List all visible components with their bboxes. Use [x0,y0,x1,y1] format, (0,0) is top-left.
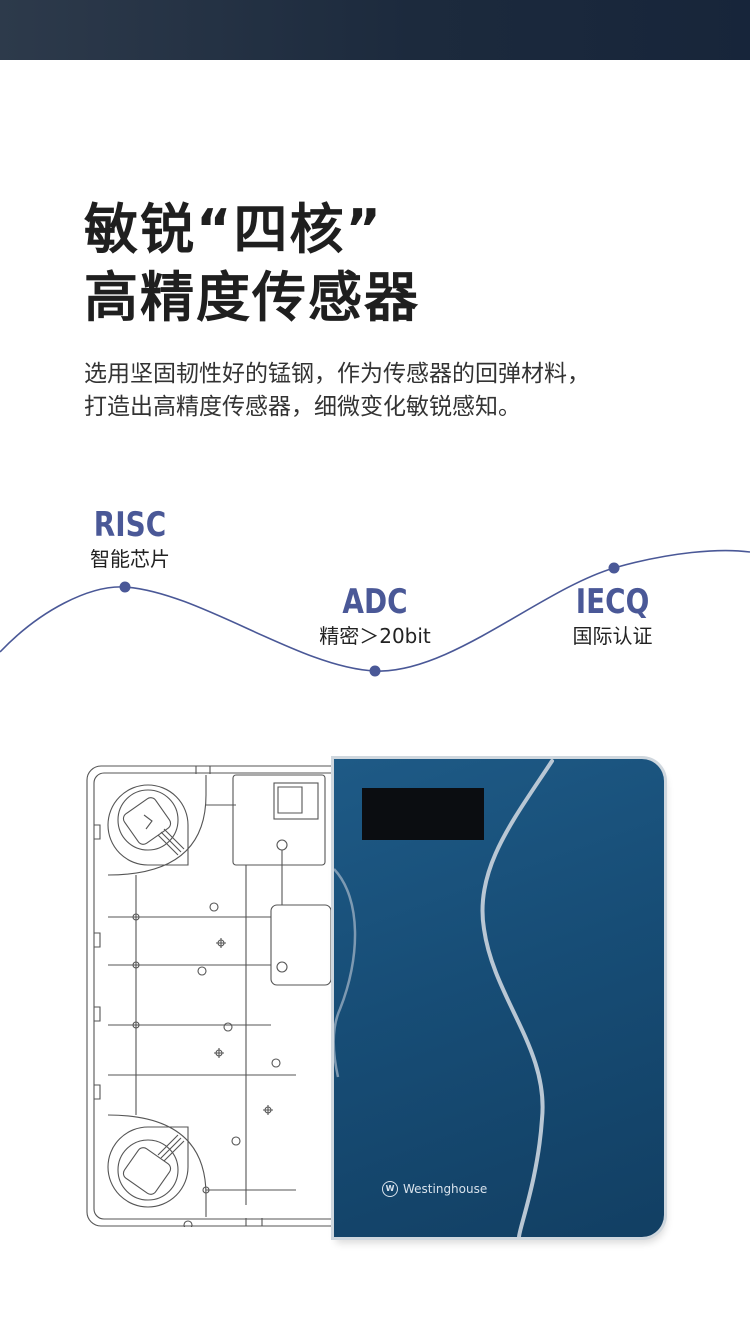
feature-code: IECQ [575,582,650,622]
brand-name: Westinghouse [403,1182,488,1196]
description-line-2: 打造出高精度传感器，细微变化敏锐感知。 [84,394,521,420]
headline-line-1: 敏锐“四核” [84,198,383,261]
top-banner-bar [0,0,750,60]
description-line-1: 选用坚固韧性好的锰钢，作为传感器的回弹材料， [84,361,590,387]
scale-glass-top: W Westinghouse [334,759,664,1237]
feature-adc: ADC 精密＞20bit [290,582,460,650]
scale-curve-decoration-icon [334,759,554,1237]
wave-dot-iecq [608,562,620,574]
feature-code: RISC [93,505,167,545]
feature-wave-line [0,549,750,677]
feature-code: ADC [342,582,408,622]
product-image: W Westinghouse [84,757,669,1242]
feature-label: 智能芯片 [90,547,170,571]
wave-dot-adc [369,665,381,677]
lcd-display-panel [362,788,484,840]
westinghouse-logo-icon: W [382,1181,398,1197]
feature-risc: RISC 智能芯片 [60,505,200,573]
headline-line-2: 高精度传感器 [84,266,420,329]
feature-iecq: IECQ 国际认证 [550,582,675,650]
feature-label: 国际认证 [572,624,653,648]
feature-label: 精密＞20bit [319,624,431,648]
headline: 敏锐“四核” 高精度传感器 [84,196,704,332]
sensor-structure-diagram-icon [86,765,342,1227]
description: 选用坚固韧性好的锰钢，作为传感器的回弹材料， 打造出高精度传感器，细微变化敏锐感… [84,358,704,424]
wave-dot-risc [119,581,131,593]
brand-logo: W Westinghouse [382,1181,487,1197]
